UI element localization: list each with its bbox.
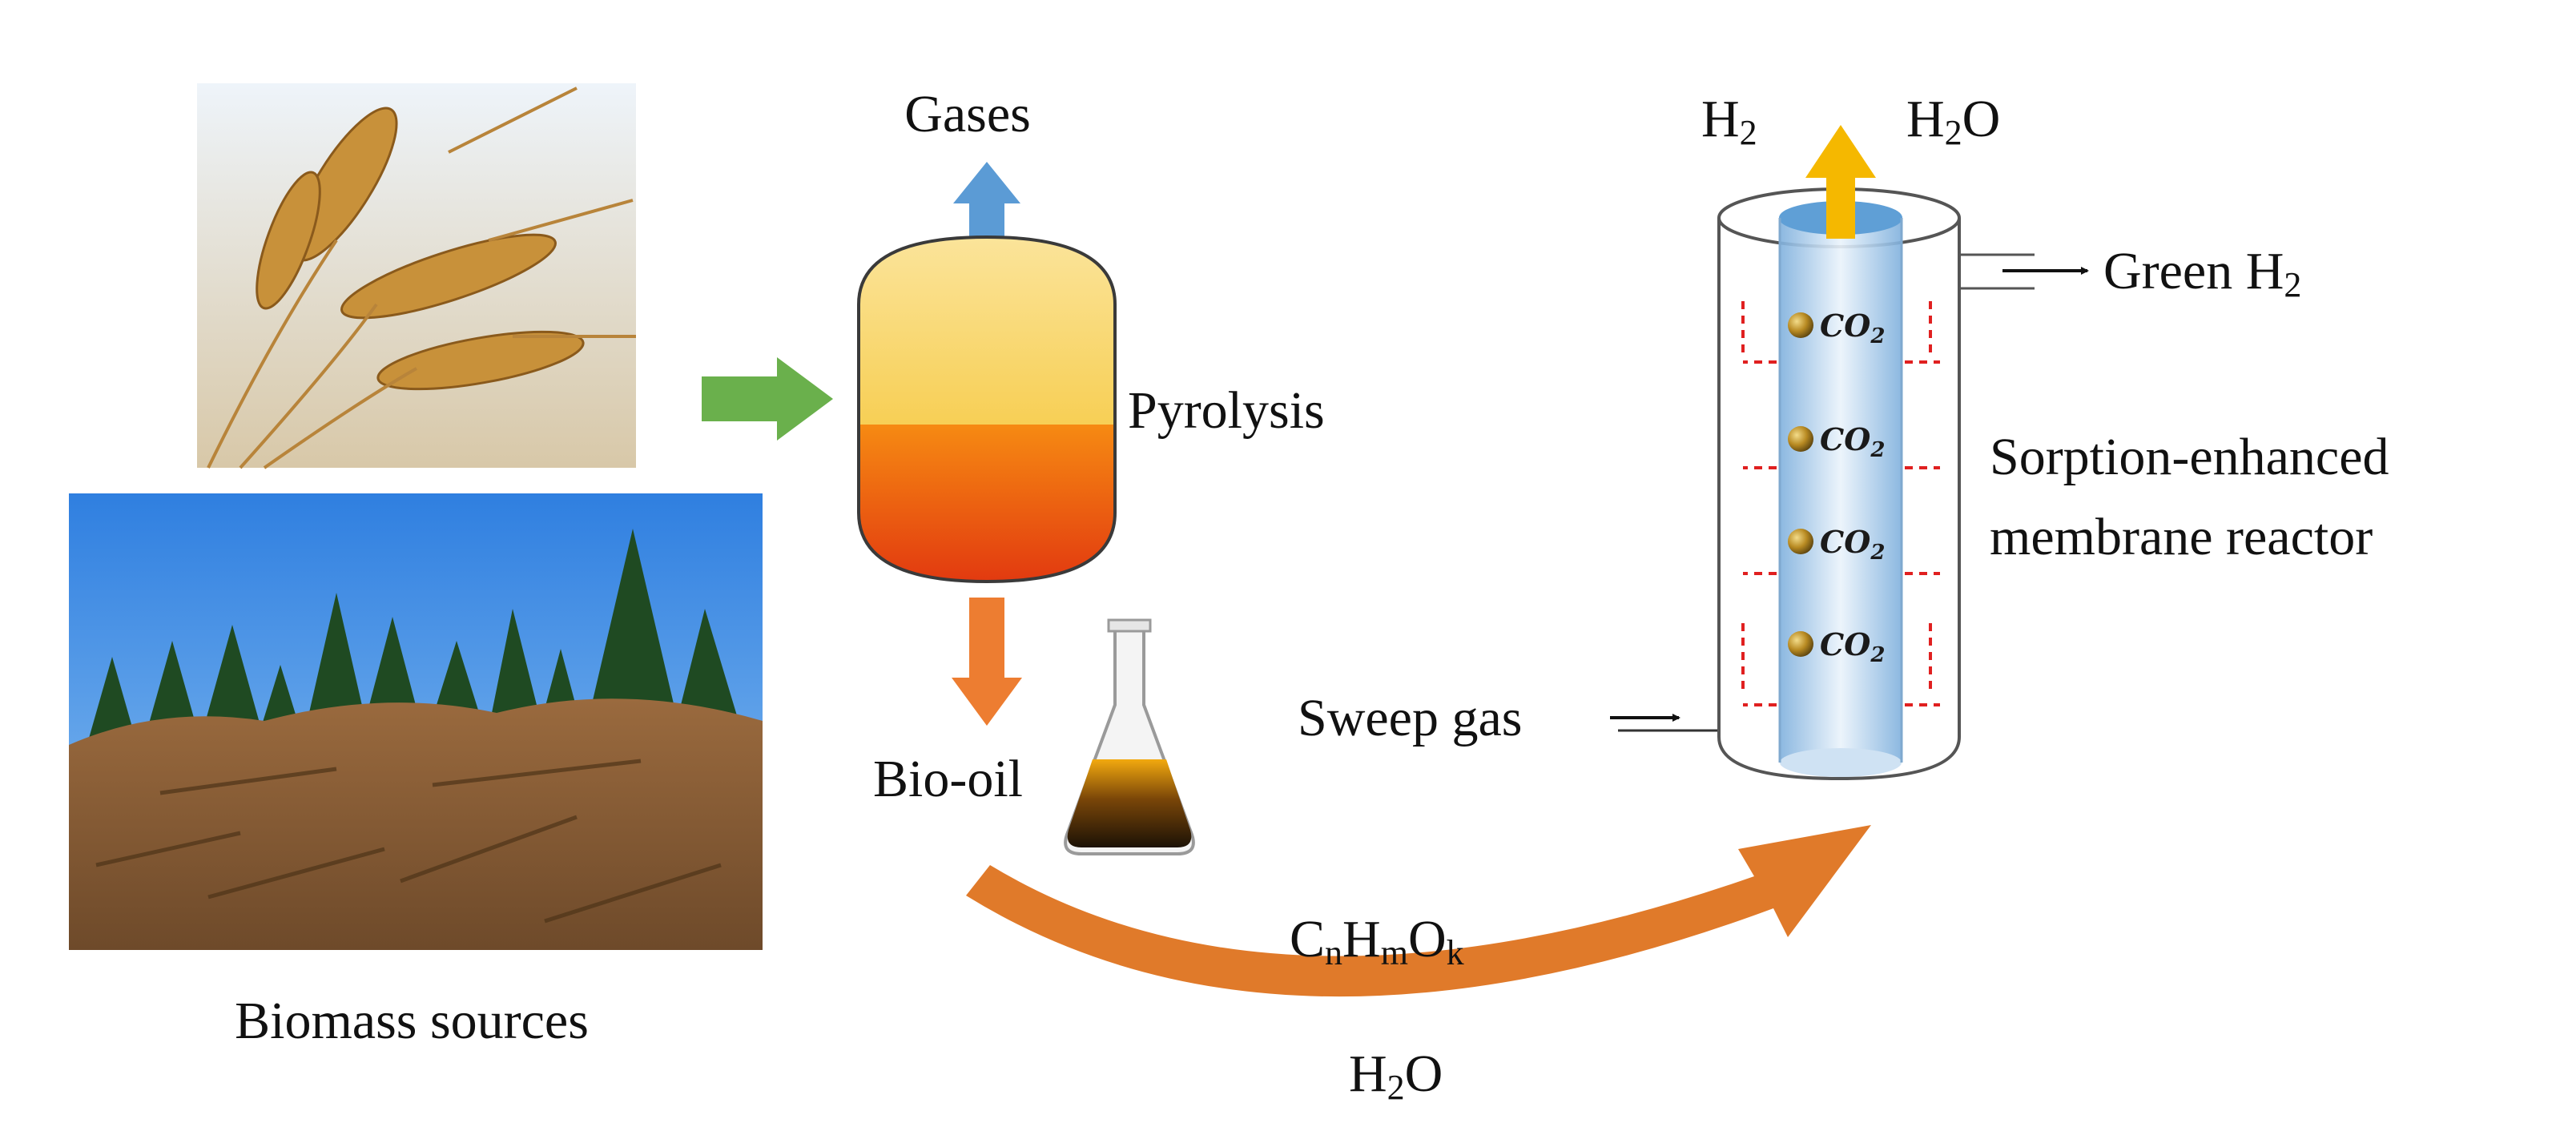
svg-text:CO2: CO2 xyxy=(1820,421,1885,462)
sorption-flow-arrows xyxy=(1741,296,1940,706)
svg-text:CO2: CO2 xyxy=(1820,524,1885,565)
sweep-gas-inlet-arrow xyxy=(1610,705,1724,732)
pyrolysis-label: Pyrolysis xyxy=(1128,381,1325,440)
membrane-reactor xyxy=(1717,187,2035,781)
pyrolysis-vessel xyxy=(857,235,1117,584)
reforming-flow-arrow xyxy=(966,825,1871,997)
feed-arrow xyxy=(702,357,833,441)
bio-oil-flask xyxy=(1064,618,1195,855)
co2-particle: CO2 xyxy=(1788,524,1885,565)
svg-text:CO2: CO2 xyxy=(1820,626,1885,667)
h2-top-label: H2 xyxy=(1701,90,1757,152)
svg-text:CO2: CO2 xyxy=(1820,308,1885,348)
sweep-gas-label: Sweep gas xyxy=(1298,689,1522,747)
gases-arrow xyxy=(953,162,1020,239)
reactor-label-line1: Sorption-enhanced xyxy=(1990,428,2389,486)
biomass-sources-label: Biomass sources xyxy=(235,992,589,1050)
gases-label: Gases xyxy=(904,85,1031,143)
h2o-top-label: H2O xyxy=(1906,90,2000,152)
reactor-label-line2: membrane reactor xyxy=(1990,508,2373,566)
wheat-image xyxy=(197,83,636,469)
co2-particle: CO2 xyxy=(1788,626,1885,667)
hydrogen-out-arrow xyxy=(1805,125,1876,239)
co2-particle: CO2 xyxy=(1788,308,1885,348)
co2-particle: CO2 xyxy=(1788,421,1885,462)
water-feed-label: H2O xyxy=(1349,1044,1443,1107)
forest-biomass-image xyxy=(69,493,763,950)
bio-oil-arrow xyxy=(952,598,1022,726)
feed-formula: CnHmOk xyxy=(1290,910,1464,972)
bio-oil-label: Bio-oil xyxy=(873,750,1023,808)
green-h2-label: Green H2 xyxy=(2103,242,2301,304)
